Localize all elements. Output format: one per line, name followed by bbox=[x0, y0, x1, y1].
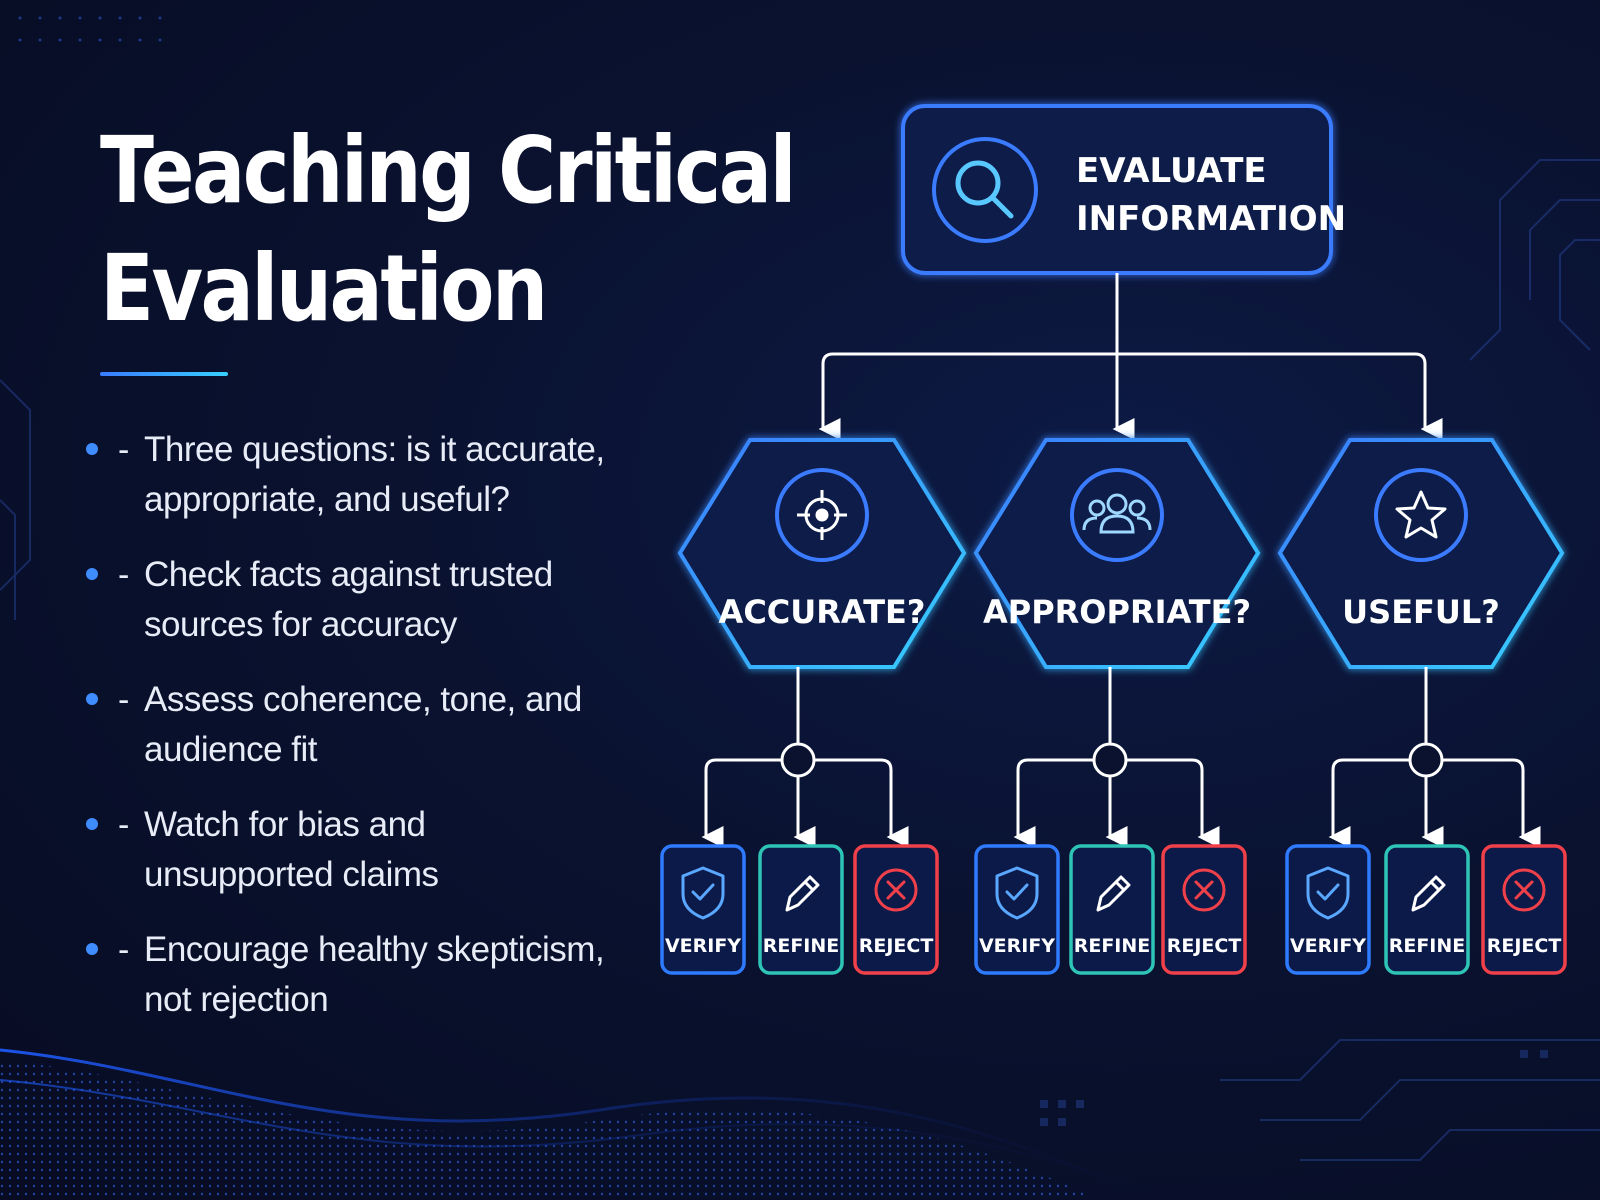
bullet-item: -Watch for bias and unsupported claims bbox=[86, 800, 606, 925]
bullet-item: -Three questions: is it accurate, approp… bbox=[86, 425, 606, 550]
outcome-verify-card: VERIFY bbox=[974, 844, 1060, 975]
bullet-text: Encourage healthy skepticism, not reject… bbox=[144, 930, 605, 1019]
x-circle-icon bbox=[1502, 868, 1546, 912]
slide-title-line-2: Evaluation bbox=[100, 235, 548, 342]
bullet-dot-icon bbox=[86, 818, 98, 830]
branch-appropriate: APPROPRIATE? bbox=[973, 438, 1261, 669]
bullet-dash: - bbox=[118, 556, 130, 594]
outcome-label: REFINE bbox=[763, 935, 840, 957]
bullet-dash: - bbox=[118, 931, 130, 969]
magnifier-icon bbox=[955, 160, 1014, 219]
outcome-label: REJECT bbox=[1487, 935, 1562, 957]
outcome-verify-card: VERIFY bbox=[660, 844, 746, 975]
outcome-reject-card: REJECT bbox=[1161, 844, 1247, 975]
bullet-text: Watch for bias and unsupported claims bbox=[144, 805, 439, 894]
branch-label: USEFUL? bbox=[1342, 593, 1500, 631]
x-circle-icon bbox=[1182, 868, 1226, 912]
branch-accurate: ACCURATE? bbox=[677, 438, 967, 669]
outcome-label: VERIFY bbox=[1290, 935, 1366, 957]
x-circle-icon bbox=[874, 868, 918, 912]
outcome-refine-card: REFINE bbox=[1384, 844, 1470, 975]
branch-label: ACCURATE? bbox=[719, 593, 926, 631]
outcome-label: VERIFY bbox=[979, 935, 1055, 957]
bullet-text: Three questions: is it accurate, appropr… bbox=[144, 430, 605, 519]
outcome-reject-card: REJECT bbox=[1481, 844, 1567, 975]
outcome-verify-card: VERIFY bbox=[1285, 844, 1371, 975]
bullet-item: -Assess coherence, tone, and audience fi… bbox=[86, 675, 606, 800]
bullet-text: Assess coherence, tone, and audience fit bbox=[144, 680, 582, 769]
bullet-item: -Encourage healthy skepticism, not rejec… bbox=[86, 925, 606, 1050]
title-underline bbox=[100, 372, 228, 376]
target-icon bbox=[797, 490, 847, 540]
bullet-dash: - bbox=[118, 806, 130, 844]
outcome-label: REJECT bbox=[1167, 935, 1242, 957]
outcome-connectors bbox=[1328, 667, 1541, 848]
shield-check-icon bbox=[681, 866, 725, 920]
outcome-reject-card: REJECT bbox=[853, 844, 939, 975]
bullet-dot-icon bbox=[86, 443, 98, 455]
shield-check-icon bbox=[995, 866, 1039, 920]
pencil-icon bbox=[1411, 875, 1446, 912]
users-icon bbox=[1082, 493, 1152, 534]
bullet-dot-icon bbox=[86, 693, 98, 705]
bullet-dash: - bbox=[118, 431, 130, 469]
outcome-label: VERIFY bbox=[665, 935, 741, 957]
pencil-icon bbox=[785, 875, 820, 912]
pencil-icon bbox=[1096, 875, 1131, 912]
branch-label: APPROPRIATE? bbox=[983, 593, 1251, 631]
bullet-dot-icon bbox=[86, 943, 98, 955]
outcome-connectors bbox=[1013, 667, 1220, 848]
star-icon bbox=[1395, 490, 1447, 539]
outcome-label: REJECT bbox=[859, 935, 934, 957]
outcome-label: REFINE bbox=[1389, 935, 1466, 957]
outcome-connectors bbox=[701, 667, 909, 848]
outcome-refine-card: REFINE bbox=[758, 844, 844, 975]
root-connectors bbox=[818, 273, 1443, 440]
bullet-list: -Three questions: is it accurate, approp… bbox=[86, 425, 606, 1050]
root-node: EVALUATE INFORMATION bbox=[901, 104, 1346, 275]
bullet-dash: - bbox=[118, 681, 130, 719]
branch-useful: USEFUL? bbox=[1277, 438, 1565, 669]
shield-check-icon bbox=[1306, 866, 1350, 920]
root-label-line-2: INFORMATION bbox=[1076, 199, 1346, 239]
outcome-refine-card: REFINE bbox=[1069, 844, 1155, 975]
bullet-text: Check facts against trusted sources for … bbox=[144, 555, 553, 644]
outcome-label: REFINE bbox=[1074, 935, 1151, 957]
bullet-dot-icon bbox=[86, 568, 98, 580]
root-label-line-1: EVALUATE bbox=[1076, 151, 1267, 191]
bullet-item: -Check facts against trusted sources for… bbox=[86, 550, 606, 675]
